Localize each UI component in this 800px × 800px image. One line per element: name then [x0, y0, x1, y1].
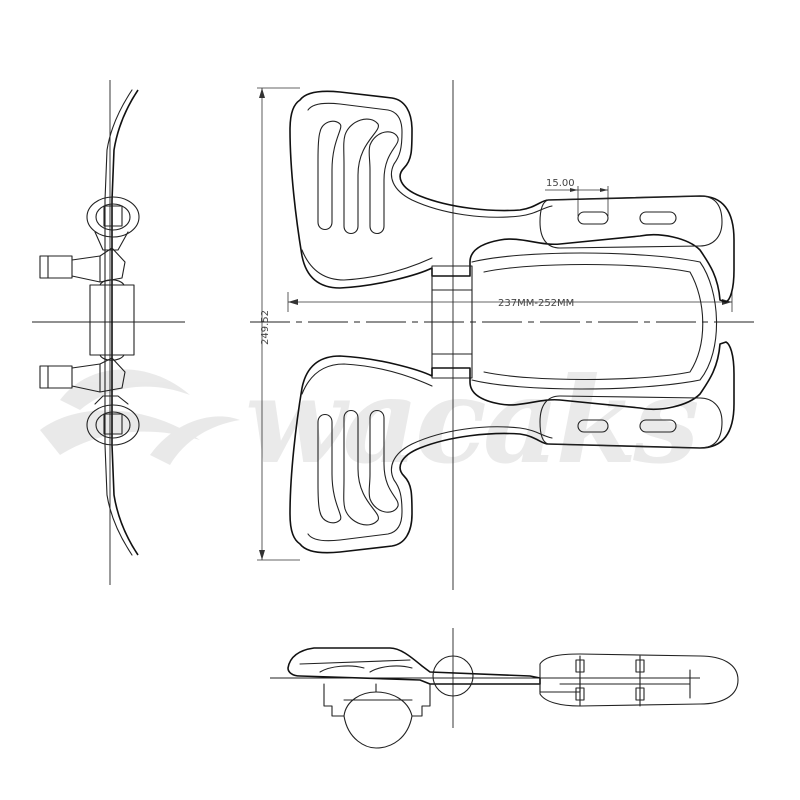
- watermark-text: wacaks: [245, 351, 698, 490]
- side-view-upper-bracket: [39, 247, 126, 283]
- side-view-top-clamp: [86, 196, 140, 251]
- top-view: 249.52 237MM-252MM 15.00: [250, 80, 755, 590]
- lower-arm-pad: [289, 341, 735, 554]
- upper-grip-slot: [317, 120, 342, 231]
- lower-handle-slot: [577, 419, 609, 433]
- front-view-pad-profile: [287, 647, 541, 685]
- height-dimension: 249.52: [257, 87, 300, 561]
- watermark: wacaks: [40, 351, 702, 490]
- watermark-emblem-icon: [40, 369, 240, 465]
- upper-arm-pad: [289, 90, 735, 303]
- side-view: [32, 80, 185, 585]
- upper-handle-slot: [639, 211, 677, 225]
- width-dimension: 237MM-252MM: [287, 290, 733, 312]
- upper-handle-slot: [577, 211, 609, 225]
- upper-grip-slot: [343, 118, 379, 235]
- width-dimension-label: 237MM-252MM: [498, 298, 574, 309]
- lower-handle-slot: [639, 419, 677, 433]
- side-view-center-block: [89, 284, 135, 356]
- front-view-handle: [539, 653, 739, 707]
- slot-dimension: 15.00: [545, 178, 609, 216]
- front-view-clamp-ring: [323, 655, 474, 749]
- lower-handle: [539, 395, 723, 449]
- side-view-bottom-clamp: [86, 395, 140, 446]
- pad-profile-curve: [111, 89, 139, 556]
- upper-grip-slot: [368, 131, 399, 235]
- slot-dimension-label: 15.00: [546, 178, 575, 189]
- height-dimension-label: 249.52: [260, 310, 271, 345]
- lower-grip-slot: [368, 409, 399, 513]
- front-view: [270, 628, 739, 749]
- side-view-lower-bracket: [39, 357, 126, 393]
- upper-handle: [539, 195, 723, 249]
- lower-grip-slot: [317, 413, 342, 524]
- top-view-center-clamp: [431, 252, 718, 390]
- pad-profile-inner-curve: [104, 89, 133, 556]
- lower-grip-slot: [343, 409, 379, 526]
